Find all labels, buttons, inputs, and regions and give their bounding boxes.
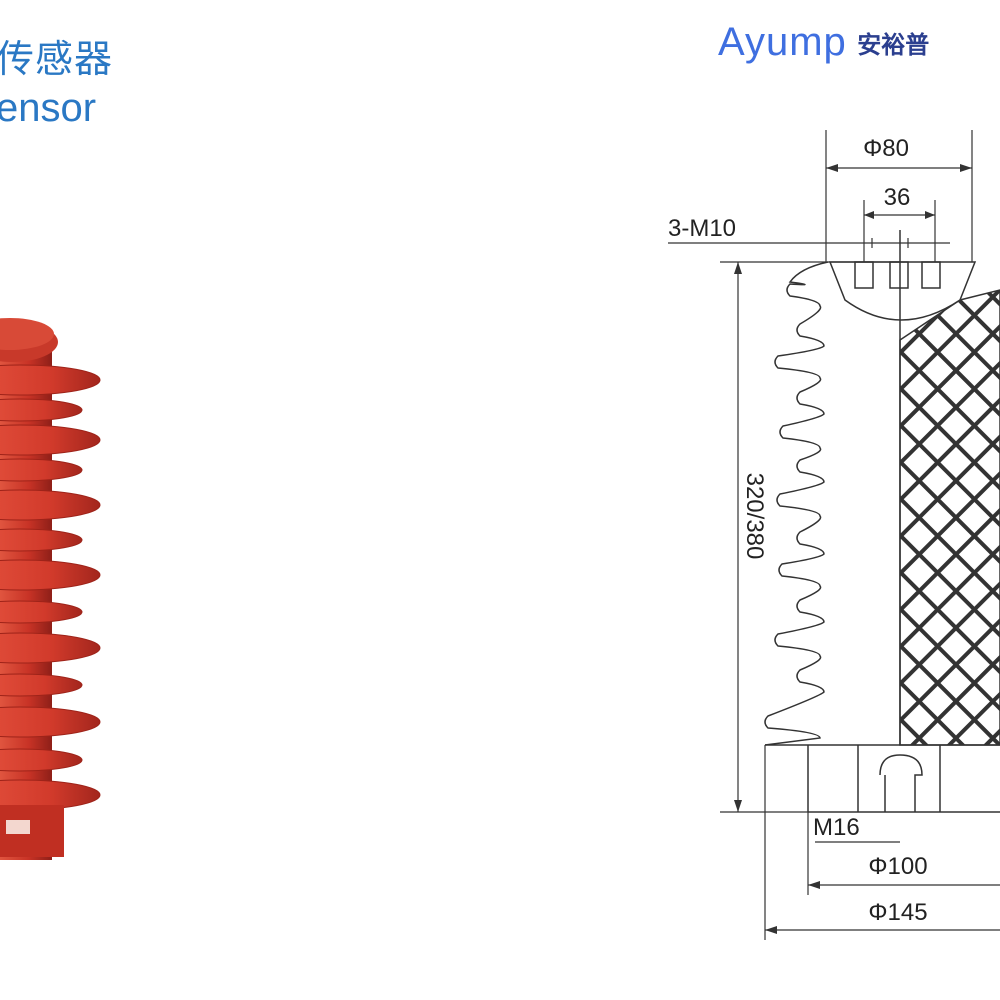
insulator-shed [0, 748, 83, 772]
insulator-sheds [0, 364, 101, 811]
insulator-shed [0, 559, 101, 591]
insulator-shed [0, 528, 83, 552]
insulator-shed [0, 632, 101, 664]
dim-overall-height: 320/380 [741, 473, 768, 560]
insulator-product-image [0, 318, 101, 860]
insulator-shed [0, 458, 83, 482]
insulator-shed [0, 398, 83, 422]
cross-section-hatch [899, 289, 1000, 746]
insulator-shed [0, 489, 101, 521]
cross-section-top-cap [828, 261, 977, 321]
insulator-shed [0, 673, 83, 697]
brand-name-english: Ayump [718, 20, 847, 64]
dim-bottom-thread: M16 [813, 814, 860, 841]
insulator-base-outline [765, 744, 1000, 813]
dimension-arrows [734, 164, 972, 934]
insulator-shed [0, 600, 83, 624]
dim-top-outer-diameter: Φ80 [863, 135, 909, 162]
insulator-base [0, 805, 64, 857]
technical-drawing: Φ80 36 3-M10 320/380 M16 Φ100 Φ145 [668, 130, 1000, 940]
dim-base-outer-diameter: Φ145 [868, 899, 927, 926]
insulator-shed [0, 364, 101, 396]
brand-name-chinese: 安裕普 [857, 31, 930, 59]
product-title-english: ensor [0, 86, 97, 130]
dimension-lines [668, 130, 1000, 940]
insulator-shed [0, 424, 101, 456]
dim-top-hole-spacing: 36 [884, 184, 911, 211]
insulator-shed [0, 706, 101, 738]
product-title-chinese: 传感器 [0, 37, 114, 81]
insulator-outline [764, 261, 829, 746]
dim-base-inner-diameter: Φ100 [868, 853, 927, 880]
dim-top-thread: 3-M10 [668, 215, 736, 242]
brand-logo: Ayump 安裕普 [718, 20, 929, 66]
